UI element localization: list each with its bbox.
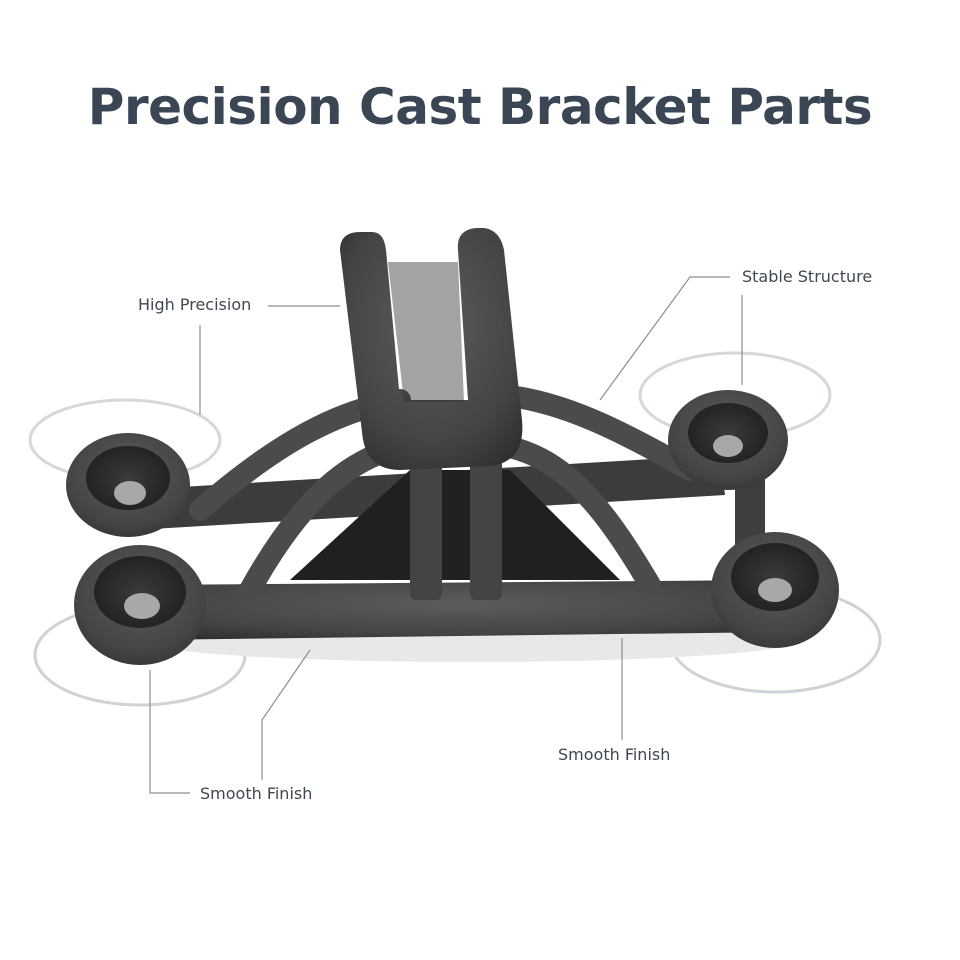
bracket-center-post-left [410, 450, 442, 600]
leader-smooth-finish-left [149, 670, 190, 794]
page-title: Precision Cast Bracket Parts [87, 78, 873, 136]
callout-smooth-finish-right: Smooth Finish [558, 745, 671, 764]
callout-high-precision: High Precision [138, 295, 252, 314]
bracket-inner-lattice [290, 470, 620, 580]
callout-stable-structure: Stable Structure [742, 267, 873, 286]
mount-lug-rear-left [66, 433, 190, 537]
bracket-clevis-slot [388, 262, 464, 402]
bracket-front-bar [140, 580, 780, 640]
leader-stable-structure [599, 276, 730, 401]
mount-lug-front-left [74, 545, 206, 665]
mount-lug-front-right [711, 532, 839, 648]
mount-lug-rear-right [668, 390, 788, 490]
bracket-center-post-right [470, 450, 502, 600]
bracket-clevis [340, 228, 523, 470]
callout-smooth-finish-left: Smooth Finish [200, 784, 313, 803]
leader-smooth-finish-left-2 [261, 649, 311, 780]
